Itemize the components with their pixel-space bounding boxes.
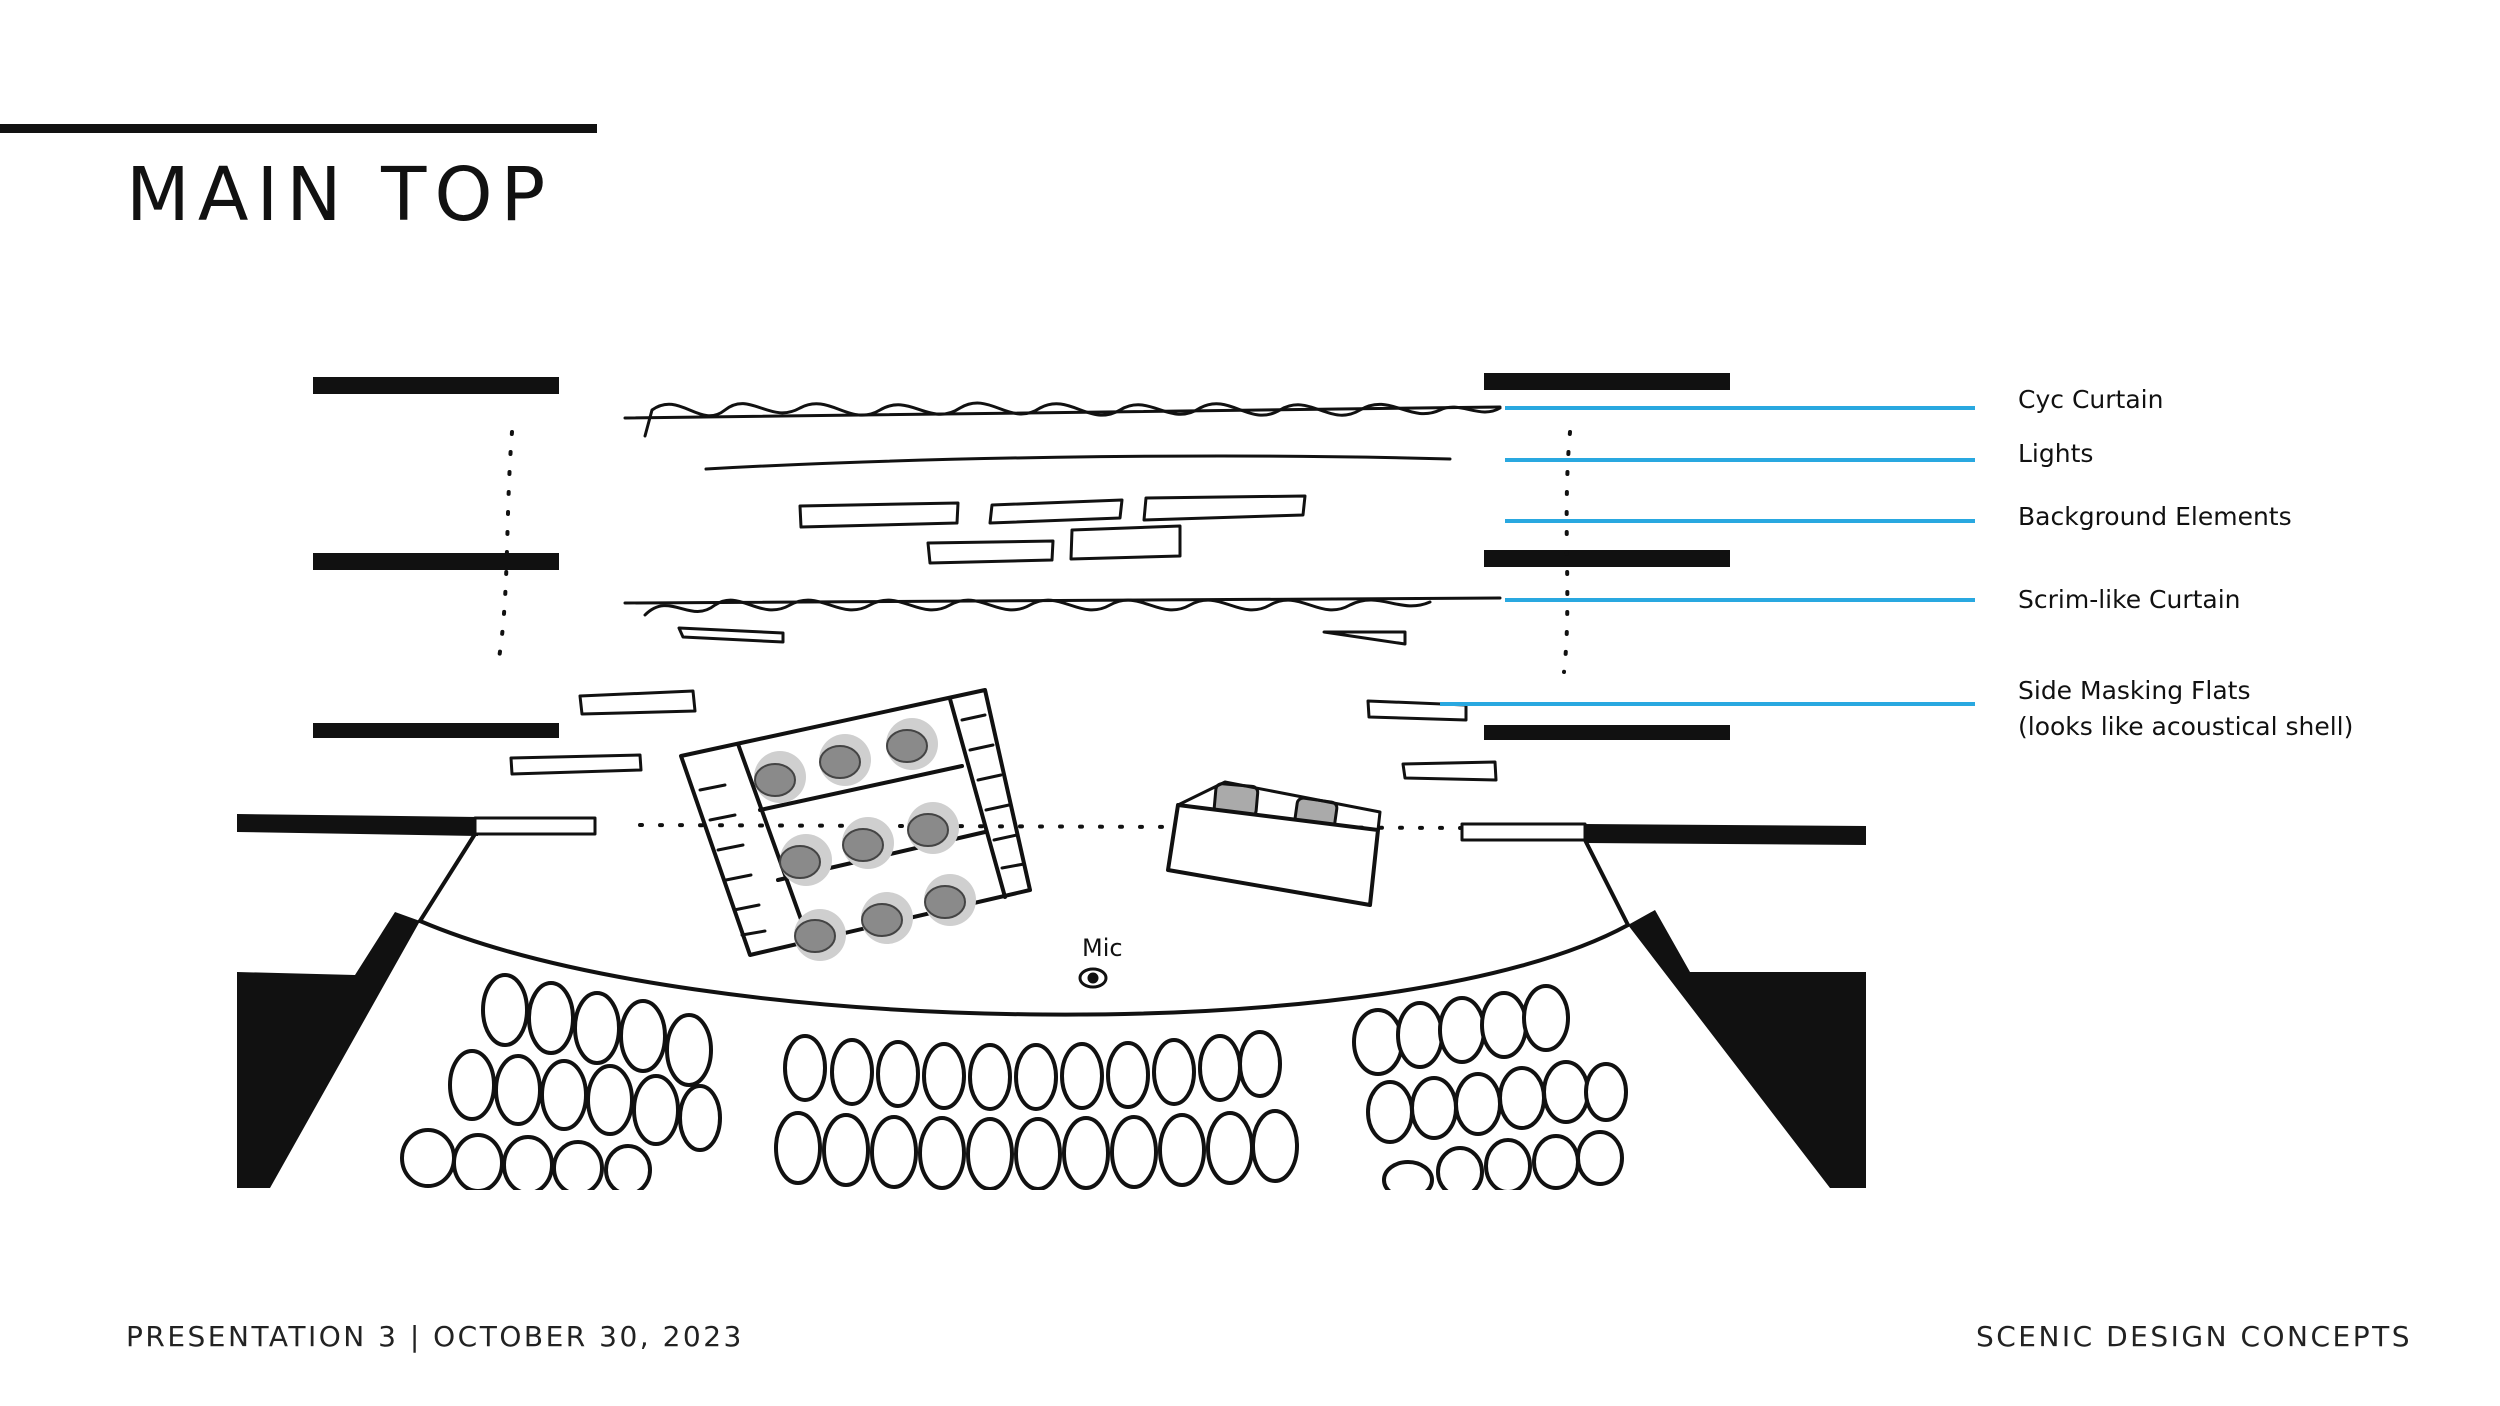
proscenium-edges [473, 816, 1587, 842]
audience-seats [400, 973, 1628, 1200]
seats-right [1352, 984, 1628, 1200]
slide-title: MAIN TOP [126, 152, 554, 238]
legend-scrim-curtain: Scrim-like Curtain [2018, 585, 2241, 614]
lights-line [704, 454, 1452, 471]
legend-leader-lines [1440, 406, 1975, 706]
conductor-desk [1166, 780, 1382, 907]
side-masking-flats [509, 626, 1498, 782]
legend-cyc-curtain: Cyc Curtain [2018, 385, 2164, 414]
mic-icon [1078, 967, 1108, 989]
right-wing-flats [1484, 373, 1866, 845]
seats-left [400, 973, 722, 1196]
left-wing-flats [237, 377, 559, 836]
legend-side-masking-flats: Side Masking Flats [2018, 676, 2251, 705]
stage-apron-edge [418, 832, 1630, 1017]
background-elements [798, 494, 1307, 565]
footer-section-title: SCENIC DESIGN CONCEPTS [1975, 1320, 2412, 1353]
footer-presentation-date: PRESENTATION 3 | OCTOBER 30, 2023 [126, 1320, 744, 1353]
legend-background-elements: Background Elements [2018, 502, 2292, 531]
scrim-curtain [623, 596, 1502, 617]
legend-lights: Lights [2018, 439, 2094, 468]
title-rule [0, 124, 597, 133]
mic-label: Mic [1082, 934, 1123, 962]
legend-side-masking-note: (looks like acoustical shell) [2018, 712, 2354, 741]
seats-center [774, 1030, 1299, 1191]
diagram-bottom-mask [0, 1190, 2500, 1250]
house-walls [237, 910, 1866, 1188]
orchestra-musicians [754, 718, 976, 961]
cyc-curtain [623, 401, 1502, 438]
